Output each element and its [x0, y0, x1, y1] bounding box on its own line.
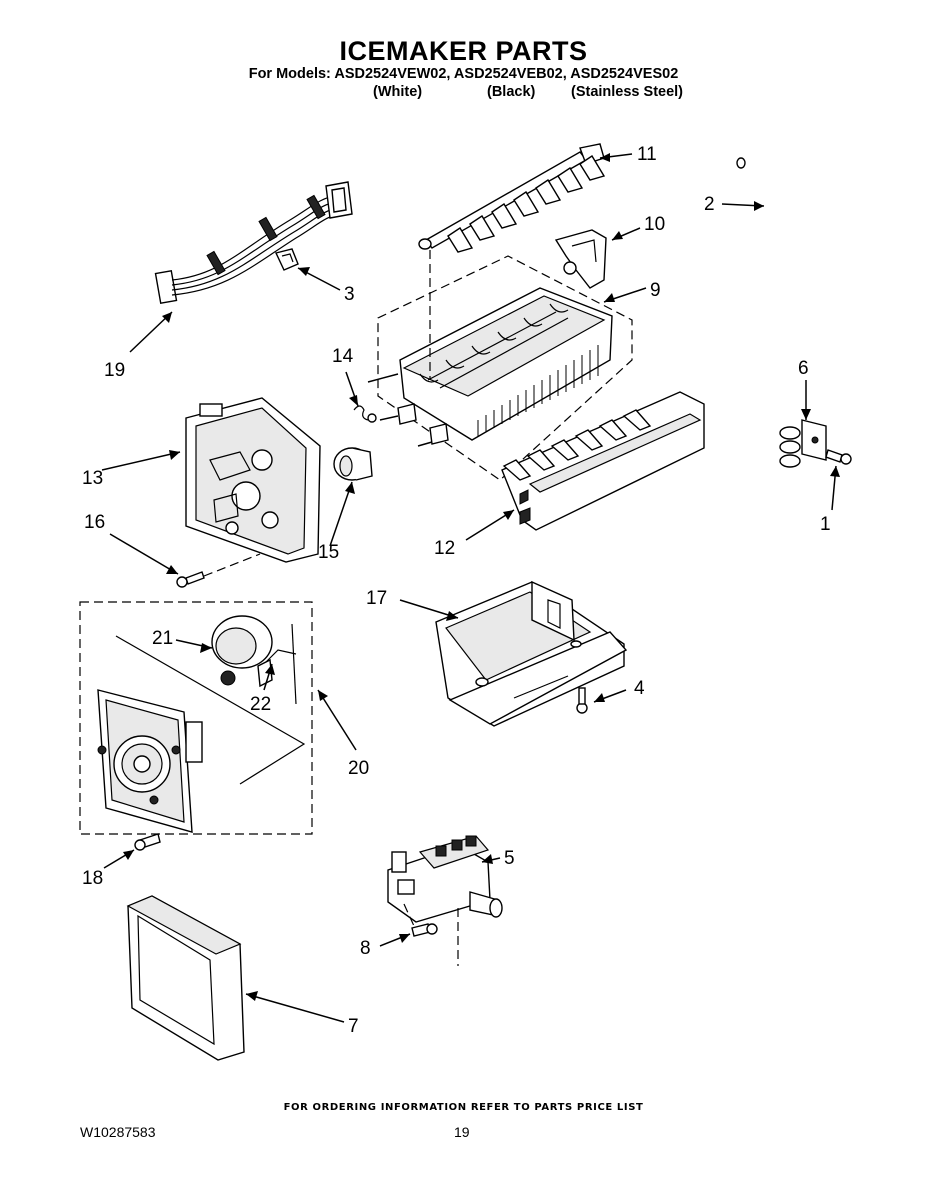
part-11-ejector [418, 143, 606, 253]
part-20-module-plate [97, 689, 203, 833]
callout-18: 18 [82, 868, 103, 889]
callout-4: 4 [634, 678, 645, 699]
callout-labels: 11 2 10 9 3 19 14 6 1 13 15 12 16 17 21 … [82, 144, 831, 1037]
callout-13: 13 [82, 468, 103, 489]
callout-21: 21 [152, 628, 173, 649]
part-20-guide-lines [115, 635, 306, 785]
callout-11: 11 [637, 144, 657, 165]
part-18-screw [134, 833, 161, 851]
part-21-motor [211, 615, 273, 686]
part-10-fill-cup [554, 229, 607, 289]
color-white-label: (White) [373, 84, 423, 100]
part-8-screw [411, 923, 438, 937]
part-19-wire-harness [154, 181, 353, 304]
part-17-ice-bin-bracket [435, 580, 628, 727]
color-stainless-label: (Stainless Steel) [571, 84, 684, 100]
callout-20: 20 [348, 758, 369, 779]
page-title: ICEMAKER PARTS [339, 36, 588, 66]
callout-10: 10 [644, 214, 665, 235]
leader-lines [101, 153, 840, 1023]
callout-22: 22 [250, 694, 271, 715]
page-number: 19 [454, 1124, 470, 1140]
callout-15: 15 [318, 542, 339, 563]
models-line: For Models: ASD2524VEW02, ASD2524VEB02, … [248, 66, 679, 82]
part-15-thermostat [333, 447, 373, 481]
callout-12: 12 [434, 538, 455, 559]
document-number: W10287583 [80, 1124, 156, 1140]
part-1-screw [825, 449, 852, 465]
callout-5: 5 [504, 848, 515, 869]
part-20-assembly-outline [79, 601, 313, 835]
part-13-module-housing [185, 397, 321, 563]
part-16-screw [176, 571, 205, 588]
part-12-ice-stripper [501, 391, 705, 531]
callout-9: 9 [650, 280, 661, 301]
part-4-screw [576, 687, 588, 714]
callout-14: 14 [332, 346, 354, 367]
callout-6: 6 [798, 358, 809, 379]
part-2-fill-tube [456, 154, 770, 1073]
callout-1: 1 [820, 514, 831, 535]
ordering-note: FOR ORDERING INFORMATION REFER TO PARTS … [283, 1102, 644, 1113]
callout-8: 8 [360, 938, 371, 959]
callout-19: 19 [104, 360, 125, 381]
part-5-water-valve [387, 835, 503, 923]
callout-7: 7 [348, 1016, 359, 1037]
color-black-label: (Black) [487, 84, 536, 100]
part-14-spring [353, 405, 377, 423]
part-9-icemaker-mold [367, 250, 613, 447]
part-6-tube-clamp [779, 419, 827, 468]
callout-17: 17 [366, 588, 387, 609]
callout-3: 3 [344, 284, 355, 305]
part-3-clip [275, 248, 299, 271]
callout-2: 2 [704, 194, 715, 215]
part-9-assembly-outline [377, 255, 633, 481]
part-7-frame [126, 895, 245, 1061]
callout-16: 16 [84, 512, 105, 533]
